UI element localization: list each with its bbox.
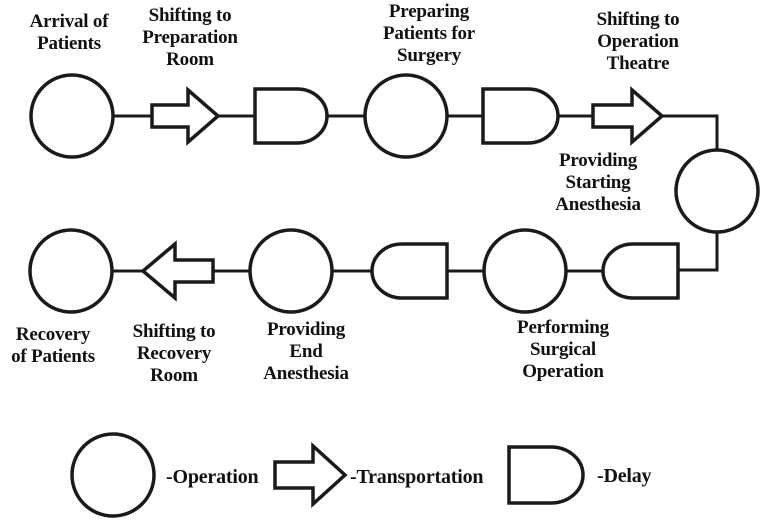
- connector-anesthesia-to-delay3-elbow: [678, 231, 719, 272]
- connector-shift-theatre-to-anesthesia-elbow: [662, 114, 719, 151]
- label-recovery-of-patients: Recovery of Patients: [11, 324, 95, 367]
- legend-label-transportation: -Transportation: [350, 466, 484, 488]
- transportation-arrow-shifting-to-operation-theatre: [591, 86, 665, 146]
- delay-shape-after-shifting-to-preparation: [253, 87, 329, 145]
- operation-circle-providing-starting-anesthesia: [674, 148, 760, 234]
- label-preparing-patients-for-surgery: Preparing Patients for Surgery: [382, 1, 476, 66]
- operation-circle-recovery-of-patients: [28, 228, 114, 314]
- operation-circle-arrival-of-patients: [29, 73, 115, 159]
- label-providing-starting-anesthesia: Providing Starting Anesthesia: [555, 150, 641, 215]
- delay-shape-before-shifting-to-theatre: [481, 87, 560, 145]
- label-shifting-to-operation-theatre: Shifting to Operation Theatre: [596, 9, 680, 74]
- operation-circle-providing-end-anesthesia: [248, 228, 334, 314]
- legend-operation-circle: [70, 432, 156, 518]
- legend-label-operation: -Operation: [166, 466, 259, 488]
- legend-label-delay: -Delay: [597, 465, 652, 487]
- delay-shape-before-end-anesthesia: [370, 242, 449, 300]
- transportation-arrow-shifting-to-preparation-room: [150, 86, 221, 146]
- label-providing-end-anesthesia: Providing End Anesthesia: [263, 319, 349, 384]
- legend-delay-shape: [507, 445, 585, 505]
- label-shifting-to-recovery-room: Shifting to Recovery Room: [132, 321, 216, 386]
- delay-shape-before-surgical-operation: [601, 242, 680, 300]
- transportation-arrow-shifting-to-recovery-room: [140, 240, 215, 302]
- operation-circle-performing-surgical-operation: [482, 228, 568, 314]
- label-arrival-of-patients: Arrival of Patients: [29, 11, 109, 54]
- label-shifting-to-preparation-room: Shifting to Preparation Room: [142, 5, 238, 70]
- label-performing-surgical-operation: Performing Surgical Operation: [517, 317, 609, 382]
- operation-circle-preparing-patients-for-surgery: [363, 73, 449, 159]
- legend-transportation-arrow: [273, 442, 348, 508]
